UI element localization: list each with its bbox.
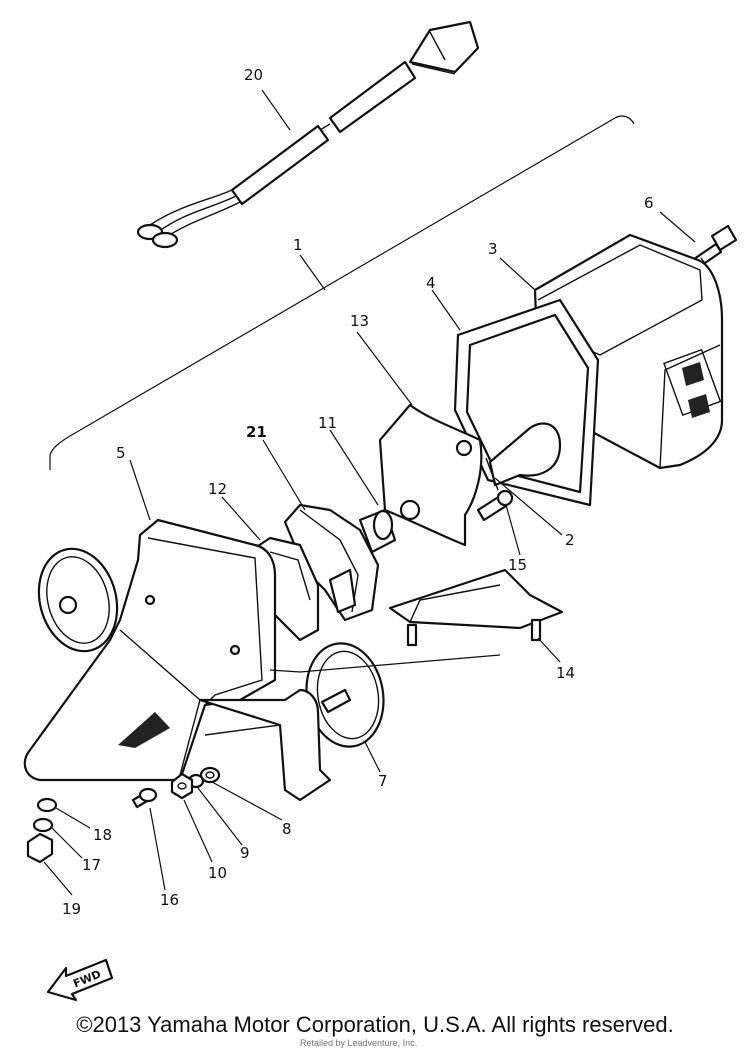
screw-15: [476, 489, 514, 522]
callout-10: 10: [208, 864, 227, 882]
washer-17: [32, 817, 54, 833]
callout-21: 21: [246, 423, 267, 441]
callout-15: 15: [508, 556, 527, 574]
callout-3: 3: [488, 240, 498, 258]
callout-20: 20: [244, 66, 263, 84]
fwd-arrow-icon: FWD: [46, 958, 114, 1002]
leader-lines: [43, 89, 696, 896]
washer-18: [36, 797, 58, 813]
license-light-21: [283, 503, 380, 622]
callout-2: 2: [565, 531, 575, 549]
callout-5: 5: [116, 444, 126, 462]
screw-16: [131, 787, 158, 809]
callout-6: 6: [644, 194, 654, 212]
callout-4: 4: [426, 274, 436, 292]
callout-13: 13: [350, 312, 369, 330]
nut-10: [170, 772, 194, 800]
bulb-2: [485, 422, 562, 491]
socket-plate-13: [378, 403, 483, 547]
copyright-text: ©2013 Yamaha Motor Corporation, U.S.A. A…: [76, 1012, 674, 1037]
reflector-7: [305, 642, 385, 748]
reflector-left: [37, 547, 119, 653]
assembly-bracket: [49, 115, 635, 470]
callout-17: 17: [82, 856, 101, 874]
reflector-bracket: [198, 688, 332, 802]
socket-11: [358, 508, 397, 554]
callout-9: 9: [240, 844, 250, 862]
callout-7: 7: [378, 772, 388, 790]
callout-8: 8: [282, 820, 292, 838]
callout-14: 14: [556, 664, 575, 682]
hardware-8: [199, 766, 221, 784]
callout-18: 18: [93, 826, 112, 844]
nut-19: [26, 832, 54, 864]
callout-16: 16: [160, 891, 179, 909]
wire-harness: [136, 20, 480, 249]
callout-12: 12: [208, 480, 227, 498]
callout-11: 11: [318, 414, 337, 432]
plate-bracket-14: [388, 568, 564, 647]
callout-1: 1: [293, 236, 303, 254]
watermark-text: Retailed by Leadventure, Inc.: [300, 1038, 418, 1048]
callout-19: 19: [62, 900, 81, 918]
